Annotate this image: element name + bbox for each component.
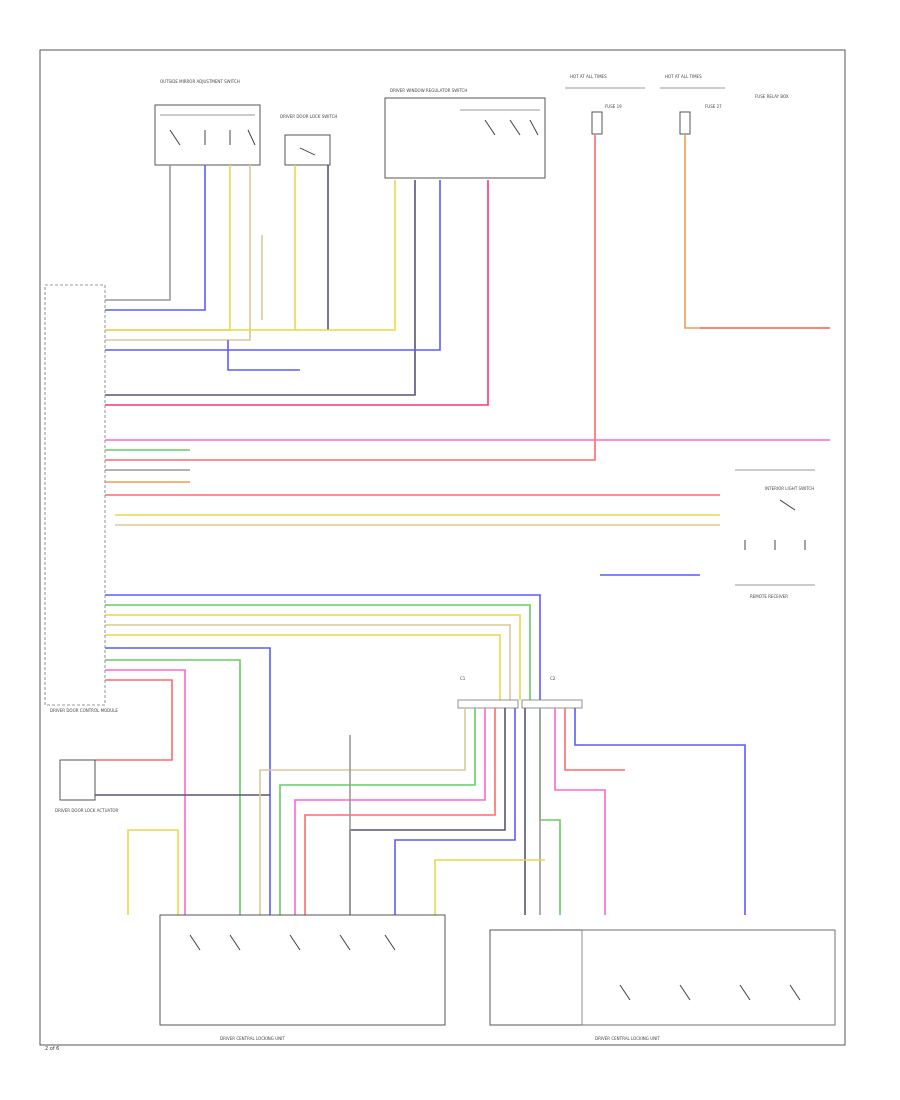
fuse-b-name: FUSE 27 — [705, 104, 722, 109]
fuse-b-label: HOT AT ALL TIMES — [665, 74, 702, 79]
window-switch-label: DRIVER WINDOW REGULATOR SWITCH — [390, 88, 467, 93]
right-unit: DRIVER CENTRAL LOCKING UNIT — [489, 929, 836, 1041]
diagram-frame — [39, 49, 846, 1046]
connector-c2-label: C2 — [550, 676, 556, 681]
connector-c1: C1 — [457, 676, 519, 709]
remote-receiver-label: REMOTE RECEIVER — [750, 594, 788, 599]
connector-c2: C2 — [521, 676, 583, 709]
mirror-switch: OUTSIDE MIRROR ADJUSTMENT SWITCH — [154, 79, 261, 166]
remote-receiver: REMOTE RECEIVER — [735, 584, 815, 599]
fuse-b: HOT AT ALL TIMES FUSE 27 — [660, 74, 725, 135]
light-switch: INTERIOR LIGHT SWITCH — [735, 469, 815, 550]
mirror-switch-label: OUTSIDE MIRROR ADJUSTMENT SWITCH — [160, 79, 240, 84]
lock-actuator: DRIVER DOOR LOCK ACTUATOR — [55, 759, 270, 813]
left-unit: DRIVER CENTRAL LOCKING UNIT — [159, 914, 446, 1041]
left-unit-label: DRIVER CENTRAL LOCKING UNIT — [220, 1036, 285, 1041]
middle-bus — [105, 439, 830, 576]
driver-door-module: DRIVER DOOR CONTROL MODULE — [44, 284, 118, 713]
fuse-a-label: HOT AT ALL TIMES — [570, 74, 607, 79]
light-switch-label: INTERIOR LIGHT SWITCH — [765, 486, 814, 491]
top-wires — [105, 135, 830, 461]
door-lock-switch: DRIVER DOOR LOCK SWITCH — [280, 114, 337, 166]
right-unit-label: DRIVER CENTRAL LOCKING UNIT — [595, 1036, 660, 1041]
fuse-box-label: FUSE RELAY BOX — [755, 94, 789, 99]
lock-actuator-label: DRIVER DOOR LOCK ACTUATOR — [55, 808, 119, 813]
door-lock-switch-label: DRIVER DOOR LOCK SWITCH — [280, 114, 337, 119]
driver-door-module-label: DRIVER DOOR CONTROL MODULE — [50, 708, 118, 713]
fuse-a: HOT AT ALL TIMES FUSE 19 — [565, 74, 645, 135]
window-switch: DRIVER WINDOW REGULATOR SWITCH — [384, 88, 546, 179]
page-id: 2 of 6 — [45, 1046, 59, 1052]
connector-c1-label: C1 — [460, 676, 466, 681]
fuse-a-name: FUSE 19 — [605, 104, 622, 109]
connector-wires — [127, 708, 746, 915]
lower-bus — [95, 594, 541, 915]
